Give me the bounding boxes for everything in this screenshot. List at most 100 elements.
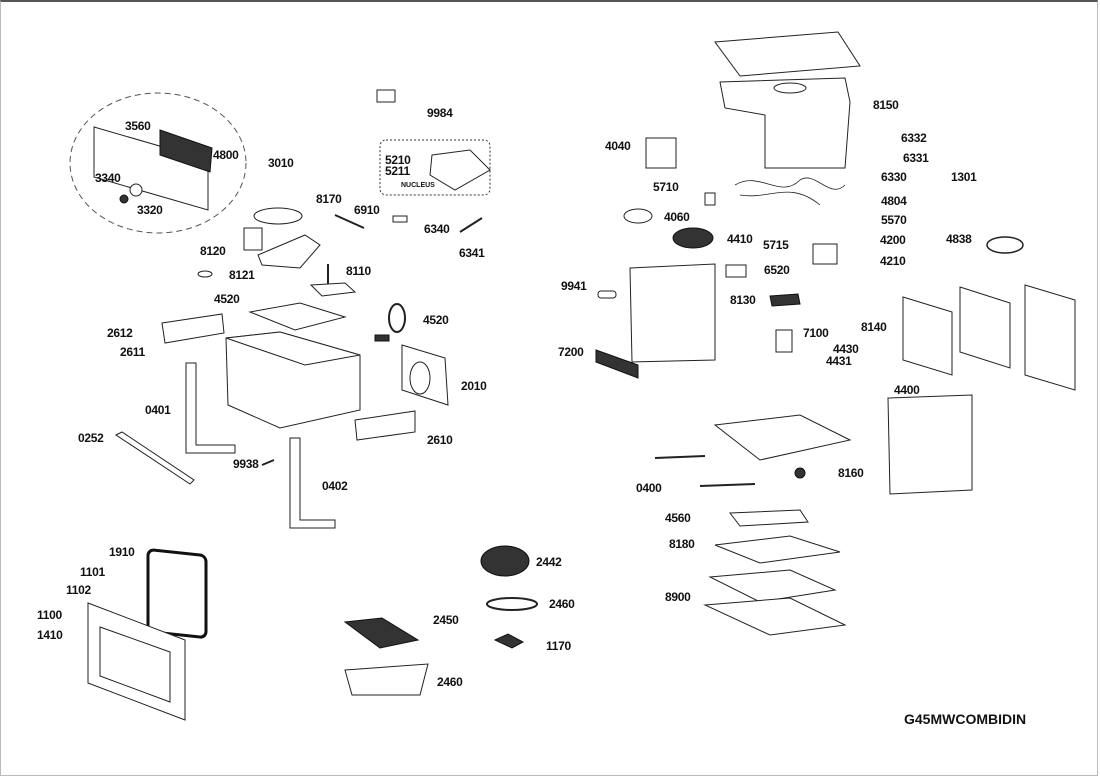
part-label: 1100 bbox=[37, 608, 62, 622]
leg-0402 bbox=[289, 437, 336, 529]
part-label: 5715 bbox=[763, 238, 789, 252]
part-label: 4838 bbox=[946, 232, 972, 246]
cavity-top bbox=[225, 331, 361, 366]
baking-tray bbox=[344, 663, 429, 696]
part-label: 8130 bbox=[730, 293, 756, 307]
part-label: 8121 bbox=[229, 268, 255, 282]
part-label: 7200 bbox=[558, 345, 584, 359]
motor-4060 bbox=[623, 208, 653, 224]
part-label: 4520 bbox=[214, 292, 240, 306]
magnetron bbox=[645, 137, 677, 169]
door-glass bbox=[99, 626, 171, 703]
control-board bbox=[429, 149, 491, 191]
part-label: 8900 bbox=[665, 590, 691, 604]
fuse bbox=[392, 215, 408, 223]
part-label: 4520 bbox=[423, 313, 449, 327]
part-label: 2610 bbox=[427, 433, 453, 447]
panel-right bbox=[1024, 284, 1076, 391]
part-label: 1301 bbox=[951, 170, 977, 184]
ring-element bbox=[388, 303, 406, 333]
fan-motor-4410 bbox=[672, 227, 714, 249]
part-label: 4410 bbox=[727, 232, 753, 246]
plate-lower-2 bbox=[703, 597, 847, 636]
plate-8180 bbox=[714, 535, 841, 564]
crisp-plate bbox=[486, 597, 538, 611]
part-label: 2450 bbox=[433, 613, 459, 627]
casing-hole bbox=[773, 82, 807, 94]
part-label: 5211 bbox=[385, 164, 410, 178]
handle-1170 bbox=[493, 633, 525, 649]
nucleus-note: NUCLEUS bbox=[401, 182, 435, 189]
part-label: 3010 bbox=[268, 156, 294, 170]
screw bbox=[261, 459, 275, 466]
part-label: 4430 bbox=[833, 342, 859, 356]
part-label: 2612 bbox=[107, 326, 133, 340]
heater-4560 bbox=[729, 509, 809, 527]
part-label: 6331 bbox=[903, 151, 929, 165]
model-code: G45MWCOMBIDIN bbox=[904, 711, 1027, 727]
relay-6520 bbox=[725, 264, 747, 278]
part-label: 1102 bbox=[66, 583, 91, 597]
part-label: 8150 bbox=[873, 98, 899, 112]
part-label: 3320 bbox=[137, 203, 163, 217]
rail-0400-a bbox=[654, 455, 706, 459]
part-label: 2460 bbox=[437, 675, 463, 689]
part-6341-shape bbox=[459, 217, 483, 233]
wire-rack bbox=[343, 617, 420, 649]
part-8160-shape bbox=[794, 467, 806, 479]
part-label: 8180 bbox=[669, 537, 695, 551]
part-label: 3560 bbox=[125, 119, 151, 133]
part-label: 3340 bbox=[95, 171, 121, 185]
back-panel-fan bbox=[409, 361, 431, 395]
part-label: 1910 bbox=[109, 545, 135, 559]
part-label: 4804 bbox=[881, 194, 907, 208]
panel-left bbox=[629, 263, 716, 363]
part-label: 9941 bbox=[561, 279, 587, 293]
part-label: 4200 bbox=[880, 233, 906, 247]
part-label: 4431 bbox=[826, 354, 852, 368]
power-cord bbox=[986, 236, 1024, 254]
part-label: 4060 bbox=[664, 210, 690, 224]
part-label: 8160 bbox=[838, 466, 864, 480]
part-label: 5570 bbox=[881, 213, 907, 227]
part-label: 6332 bbox=[901, 131, 927, 145]
control-panel bbox=[93, 126, 209, 211]
part-label: 1101 bbox=[80, 565, 105, 579]
control-panel-group-outline bbox=[69, 92, 247, 234]
trim-0252 bbox=[115, 431, 195, 485]
panel-mid bbox=[959, 286, 1011, 369]
door-gasket bbox=[146, 548, 208, 639]
part-label: 6330 bbox=[881, 170, 907, 184]
part-label: 1410 bbox=[37, 628, 63, 642]
part-9984-shape bbox=[376, 89, 396, 103]
seal-ring bbox=[253, 207, 303, 225]
knob bbox=[129, 183, 143, 197]
part-label: 2442 bbox=[536, 555, 562, 569]
top-plate bbox=[714, 31, 861, 77]
motor-bracket bbox=[257, 234, 321, 269]
display-module bbox=[159, 129, 213, 173]
part-label: 2611 bbox=[120, 345, 145, 359]
outer-casing bbox=[719, 77, 851, 169]
part-label: 0252 bbox=[78, 431, 104, 445]
side-rail-bottom bbox=[354, 410, 416, 441]
crisp-dome bbox=[480, 545, 530, 577]
part-label: 9938 bbox=[233, 457, 259, 471]
part-label: 9984 bbox=[427, 106, 453, 120]
part-label: 6910 bbox=[354, 203, 380, 217]
rail-0400-b bbox=[699, 483, 756, 487]
base-plate bbox=[713, 414, 852, 461]
part-label: 7100 bbox=[803, 326, 829, 340]
transformer-5715 bbox=[812, 243, 838, 265]
part-7200-shape bbox=[595, 349, 639, 379]
part-label: 8140 bbox=[861, 320, 887, 334]
part-9941-shape bbox=[597, 290, 617, 299]
part-8130-shape bbox=[769, 293, 801, 307]
part-label: 4560 bbox=[665, 511, 691, 525]
part-label: 4800 bbox=[213, 148, 239, 162]
part-label: 8170 bbox=[316, 192, 342, 206]
plate-lower-1 bbox=[708, 569, 837, 603]
part-label: 6340 bbox=[424, 222, 450, 236]
part-label: 2460 bbox=[549, 597, 575, 611]
